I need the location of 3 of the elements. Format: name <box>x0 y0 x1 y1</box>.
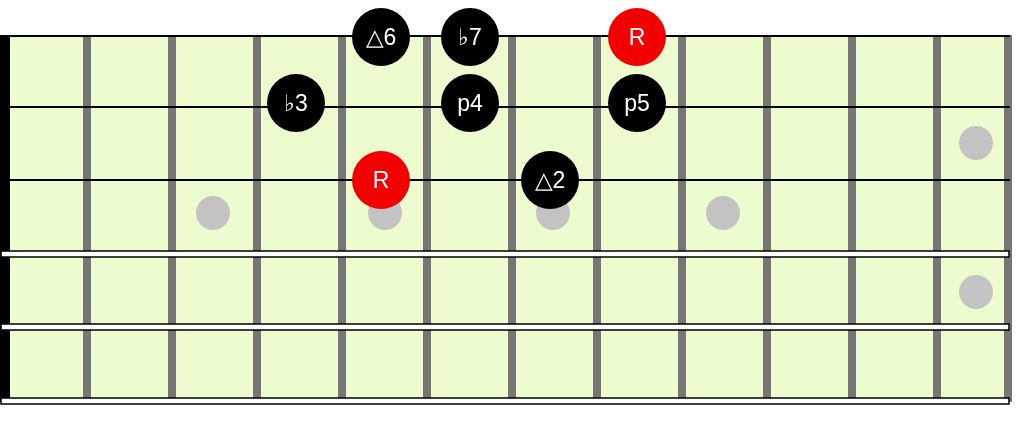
note-marker: ♭7 <box>441 8 499 66</box>
note-marker: R <box>608 8 666 66</box>
note-marker: △6 <box>352 8 410 66</box>
